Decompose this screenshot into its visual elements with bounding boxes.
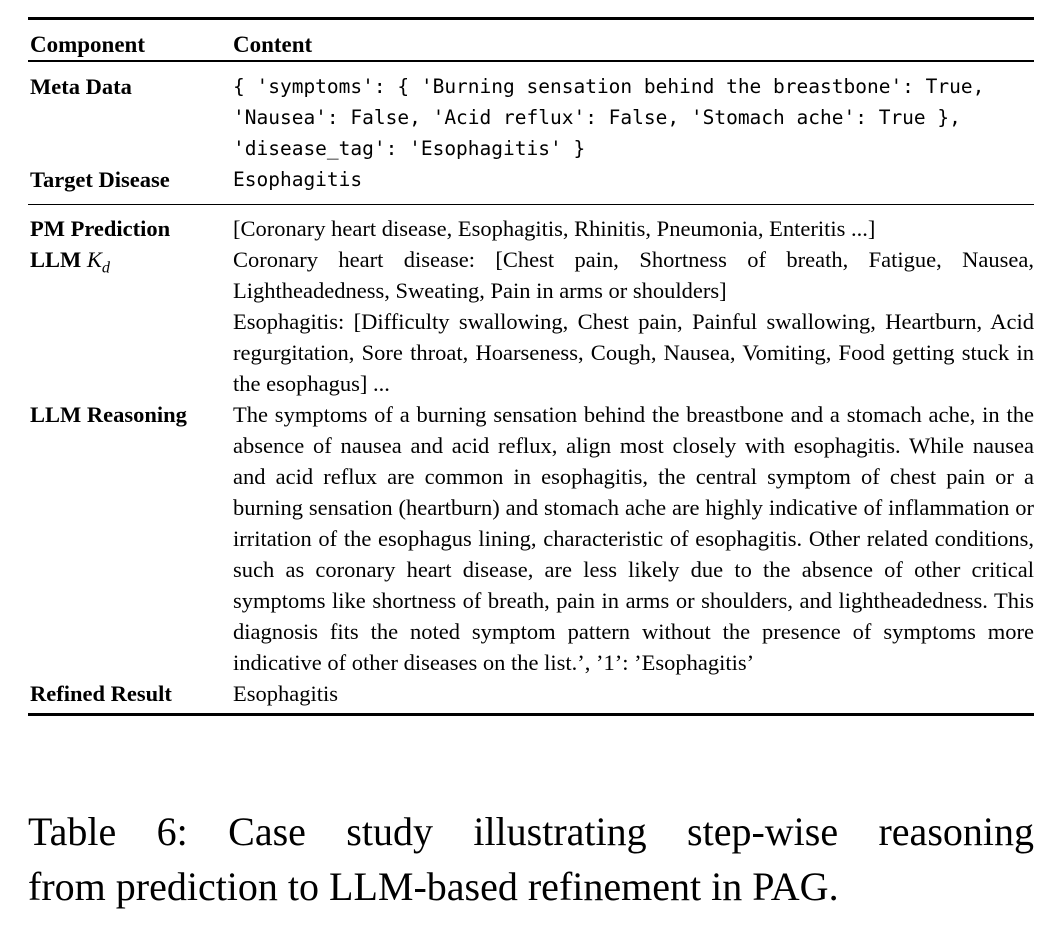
table-bottomrule [28,713,1034,716]
caption-line-1: Table 6: Case study illustrating step-wi… [28,809,1034,854]
table-caption: Table 6: Case study illustrating step-wi… [28,804,1034,914]
pm-prediction-label: PM Prediction [30,216,171,241]
llm-reasoning-label: LLM Reasoning [30,402,187,427]
row-pm-prediction: PM Prediction [Coronary heart disease, E… [28,213,1034,244]
llm-kd-content-coronary: Coronary heart disease: [Chest pain, Sho… [233,247,1034,303]
llm-kd-label-prefix: LLM [30,247,82,272]
llm-kd-content-esophagitis: Esophagitis: [Difficulty swallowing, Che… [233,309,1034,396]
llm-kd-label: LLM Kd [28,244,233,284]
row-refined-result: Refined Result Esophagitis [28,678,1034,709]
pm-prediction-content: [Coronary heart disease, Esophagitis, Rh… [233,216,876,241]
row-meta-data: Meta Data { 'symptoms': { 'Burning sensa… [28,71,1034,164]
target-disease-content: Esophagitis [233,167,363,191]
meta-data-label: Meta Data [30,73,132,99]
llm-kd-label-math-k: K [86,247,102,272]
case-study-table: Component Content Meta Data { 'symptoms'… [28,17,1034,716]
table-toprule [28,17,1034,20]
table-midrule-1 [28,60,1034,62]
row-target-disease: Target Disease Esophagitis [28,164,1034,195]
table-header-row: Component Content [28,20,1034,61]
llm-kd-content: Coronary heart disease: [Chest pain, Sho… [233,244,1034,399]
refined-result-label: Refined Result [30,681,172,706]
table-group-input: Meta Data { 'symptoms': { 'Burning sensa… [28,62,1034,204]
caption-line-2: from prediction to LLM-based refinement … [28,864,839,909]
llm-kd-label-sub-d: d [101,258,110,277]
refined-result-content: Esophagitis [233,681,338,706]
table-midrule-2 [28,203,1034,205]
meta-data-content: { 'symptoms': { 'Burning sensation behin… [233,74,985,160]
header-component: Component [30,31,146,57]
header-content: Content [233,31,313,57]
llm-reasoning-content: The symptoms of a burning sensation behi… [233,402,1034,675]
table-group-reasoning: PM Prediction [Coronary heart disease, E… [28,205,1034,713]
row-llm-kd: LLM Kd Coronary heart disease: [Chest pa… [28,244,1034,399]
row-llm-reasoning: LLM Reasoning The symptoms of a burning … [28,399,1034,678]
target-disease-label: Target Disease [30,166,170,192]
